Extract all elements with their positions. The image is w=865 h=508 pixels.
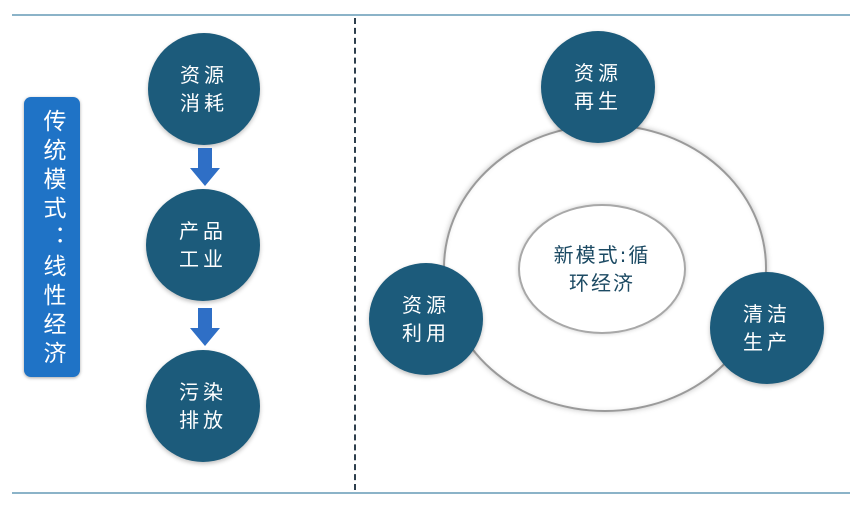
- node-resource-utilization: 资源利用: [369, 263, 483, 375]
- cycle-center-label: 新模式:循环经济: [553, 243, 651, 295]
- cycle-center: 新模式:循环经济: [518, 204, 686, 334]
- node-industrial-product: 产品工业: [146, 189, 260, 301]
- top-rule: [12, 14, 850, 16]
- node-pollution-emission: 污染排放: [146, 350, 260, 462]
- node-resource-regeneration-label: 资源再生: [574, 61, 622, 113]
- node-pollution-emission-label: 污染排放: [179, 380, 227, 432]
- node-resource-regeneration: 资源再生: [541, 31, 655, 143]
- down-arrow-icon: [190, 308, 220, 346]
- node-resource-utilization-label: 资源利用: [402, 293, 450, 345]
- node-clean-production-label: 清洁生产: [743, 302, 791, 354]
- bottom-rule: [12, 492, 850, 494]
- traditional-mode-label: 传统模式：线性经济: [39, 109, 65, 370]
- node-resource-consumption: 资源消耗: [148, 33, 260, 145]
- down-arrow-icon: [190, 148, 220, 186]
- node-resource-consumption-label: 资源消耗: [180, 63, 228, 115]
- node-clean-production: 清洁生产: [710, 272, 824, 384]
- traditional-mode-label-box: 传统模式：线性经济: [24, 97, 80, 377]
- dashed-divider: [354, 18, 356, 490]
- node-industrial-product-label: 产品工业: [179, 219, 227, 271]
